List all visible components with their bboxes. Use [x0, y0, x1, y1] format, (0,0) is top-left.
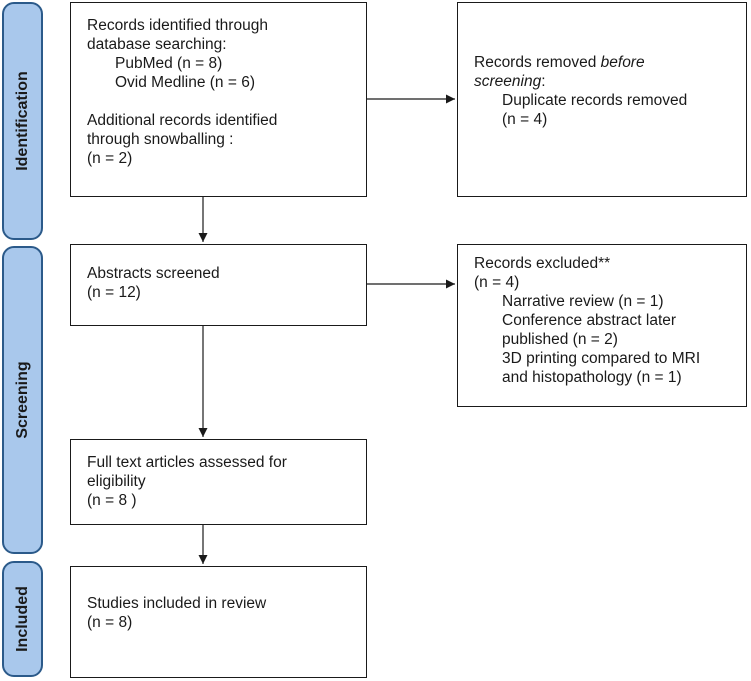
phase-included: Included [2, 561, 43, 677]
full-text-box: Full text articles assessed for eligibil… [70, 439, 367, 525]
full-text-line-1: Full text articles assessed for [87, 454, 287, 471]
studies-included-box: Studies included in review (n = 8) [70, 566, 367, 678]
phase-identification: Identification [2, 2, 43, 240]
studies-included-count: (n = 8) [87, 614, 133, 631]
records-removed-box: Records removed before screening: Duplic… [457, 2, 747, 197]
exclusion-3d-printing-1: 3D printing compared to MRI [502, 350, 701, 367]
records-identified-box: Records identified through database sear… [70, 2, 367, 197]
studies-included-label: Studies included in review [87, 595, 267, 612]
exclusion-conference-abstract-1: Conference abstract later [502, 312, 677, 329]
exclusion-narrative-review: Narrative review (n = 1) [502, 293, 664, 310]
phase-screening: Screening [2, 246, 43, 554]
records-excluded-heading: Records excluded** [474, 255, 611, 272]
duplicates-removed: Duplicate records removed [502, 92, 688, 109]
records-excluded-box: Records excluded** (n = 4) Narrative rev… [457, 244, 747, 407]
records-removed-heading: Records removed before [474, 54, 645, 71]
records-excluded-count: (n = 4) [474, 274, 520, 291]
records-identified-heading-2: database searching: [87, 36, 227, 53]
additional-records-count: (n = 2) [87, 150, 133, 167]
additional-records-2: through snowballing : [87, 131, 234, 148]
abstracts-screened-count: (n = 12) [87, 284, 141, 301]
full-text-line-2: eligibility [87, 473, 146, 490]
full-text-count: (n = 8 ) [87, 492, 137, 509]
records-identified-heading-1: Records identified through [87, 17, 268, 34]
abstracts-screened-label: Abstracts screened [87, 265, 220, 282]
abstracts-screened-box: Abstracts screened (n = 12) [70, 244, 367, 326]
exclusion-3d-printing-2: and histopathology (n = 1) [502, 369, 682, 386]
additional-records-1: Additional records identified [87, 112, 278, 129]
exclusion-conference-abstract-2: published (n = 2) [502, 331, 618, 348]
source-pubmed: PubMed (n = 8) [115, 55, 223, 72]
source-ovid-medline: Ovid Medline (n = 6) [115, 74, 255, 91]
duplicates-removed-count: (n = 4) [502, 111, 548, 128]
records-removed-heading-2: screening: [474, 73, 546, 90]
